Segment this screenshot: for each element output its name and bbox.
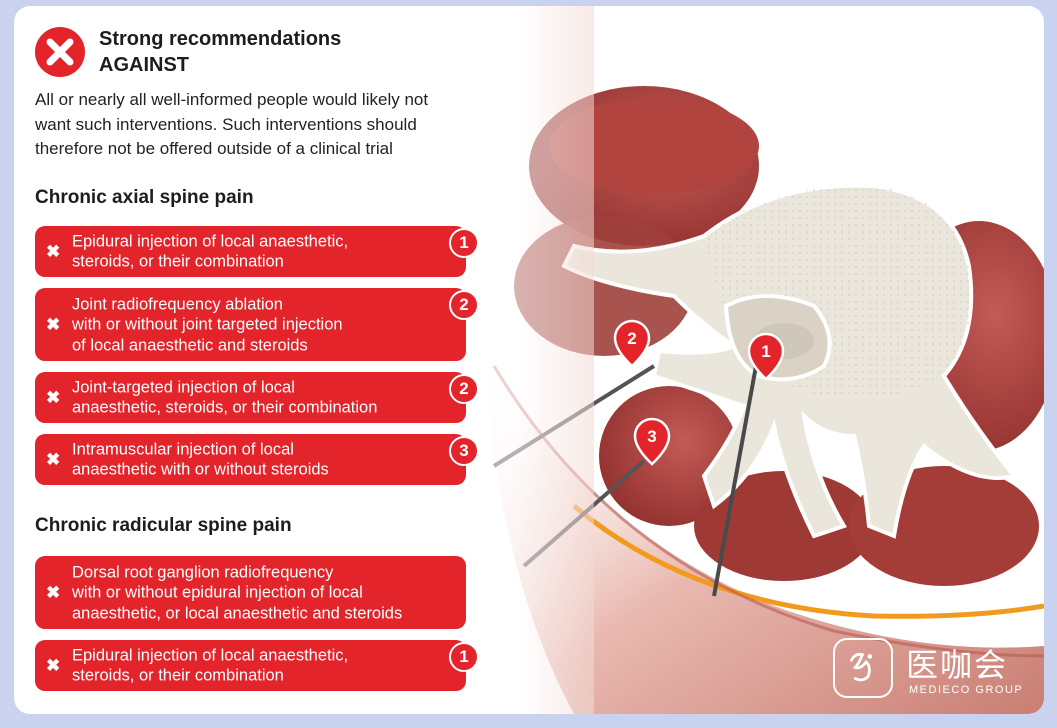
cross-mark-icon: ✖ xyxy=(46,241,61,261)
pin-marker-1: 1 xyxy=(747,332,785,381)
intro-text: All or nearly all well-informed people w… xyxy=(35,88,505,162)
recommendation-item: ✖ Epidural injection of local anaestheti… xyxy=(35,226,479,277)
muscle-lower-left xyxy=(599,386,739,526)
section-title-radicular: Chronic radicular spine pain xyxy=(35,515,292,536)
text-line: of local anaesthetic and steroids xyxy=(72,335,308,354)
intro-line-1: All or nearly all well-informed people w… xyxy=(35,90,429,109)
recommendation-text: Joint-targeted injection of local anaest… xyxy=(72,377,417,418)
recommendation-item: ✖ Joint radiofrequency ablation with or … xyxy=(35,288,479,361)
recommendation-item: ✖ Epidural injection of local anaestheti… xyxy=(35,640,479,691)
section-title-axial: Chronic axial spine pain xyxy=(35,187,254,208)
recommendation-text: Intramuscular injection of local anaesth… xyxy=(72,439,417,480)
text-line: anaesthetic, steroids, or their combinat… xyxy=(72,398,378,417)
text-line: steroids, or their combination xyxy=(72,666,284,685)
text-line: Epidural injection of local anaesthetic, xyxy=(72,646,349,664)
text-line: anaesthetic with or without steroids xyxy=(72,460,329,479)
cross-mark-icon: ✖ xyxy=(46,449,61,469)
text-line: Intramuscular injection of local xyxy=(72,440,294,458)
intro-line-2: want such interventions. Such interventi… xyxy=(35,114,417,134)
number-badge: 1 xyxy=(449,642,479,672)
watermark-english: MEDIECO GROUP xyxy=(909,684,1024,696)
skin-tissue xyxy=(484,336,1044,714)
text-line: Joint-targeted injection of local xyxy=(72,378,295,396)
number-badge: 2 xyxy=(449,374,479,404)
fascia-line xyxy=(572,504,1044,619)
spine-illustration: 2 1 3 xyxy=(454,6,1044,714)
text-line: steroids, or their combination xyxy=(72,252,284,271)
recommendation-text: Joint radiofrequency ablation with or wi… xyxy=(72,294,417,356)
cross-mark-icon: ✖ xyxy=(46,655,61,675)
recommendation-text: Epidural injection of local anaesthetic,… xyxy=(72,645,417,686)
x-circle-icon xyxy=(35,27,85,77)
cross-mark-icon: ✖ xyxy=(46,582,61,602)
recommendation-text: Epidural injection of local anaesthetic,… xyxy=(72,231,417,272)
recommendation-item: ✖ Joint-targeted injection of local anae… xyxy=(35,372,479,423)
text-line: Joint radiofrequency ablation xyxy=(72,294,283,313)
recommendation-item: ✖ Dorsal root ganglion radiofrequency wi… xyxy=(35,556,466,629)
infographic-card: 2 1 3 Strong recommendations AGAINST All… xyxy=(14,6,1044,714)
mediec-logo-icon xyxy=(833,638,893,698)
text-line: Dorsal root ganglion radiofrequency xyxy=(72,562,334,581)
title-line-2: AGAINST xyxy=(99,54,189,76)
pin-label-1: 1 xyxy=(761,342,770,361)
recommendation-item: ✖ Intramuscular injection of local anaes… xyxy=(35,434,479,485)
pin-label-3: 3 xyxy=(647,427,656,446)
title-line-1: Strong recommendations xyxy=(99,28,342,50)
number-badge: 2 xyxy=(449,290,479,320)
recommendation-text: Dorsal root ganglion radiofrequency with… xyxy=(72,562,417,624)
pin-marker-3: 3 xyxy=(633,417,671,466)
number-badge: 3 xyxy=(449,436,479,466)
pin-marker-2: 2 xyxy=(613,319,651,368)
needle-1 xyxy=(712,365,758,597)
cross-mark-icon: ✖ xyxy=(46,314,61,334)
pin-label-2: 2 xyxy=(627,329,636,348)
text-line: with or without epidural injection of lo… xyxy=(72,583,363,602)
number-badge: 1 xyxy=(449,228,479,258)
intro-line-3: therefore not be offered outside of a cl… xyxy=(35,139,393,158)
text-line: with or without joint targeted injection xyxy=(72,315,343,334)
watermark-chinese: 医咖会 xyxy=(906,647,1009,683)
text-line: Epidural injection of local anaesthetic, xyxy=(72,232,349,250)
cross-mark-icon: ✖ xyxy=(46,387,61,407)
page-title: Strong recommendations AGAINST xyxy=(99,26,341,78)
text-line: anaesthetic, or local anaesthetic and st… xyxy=(72,603,403,622)
